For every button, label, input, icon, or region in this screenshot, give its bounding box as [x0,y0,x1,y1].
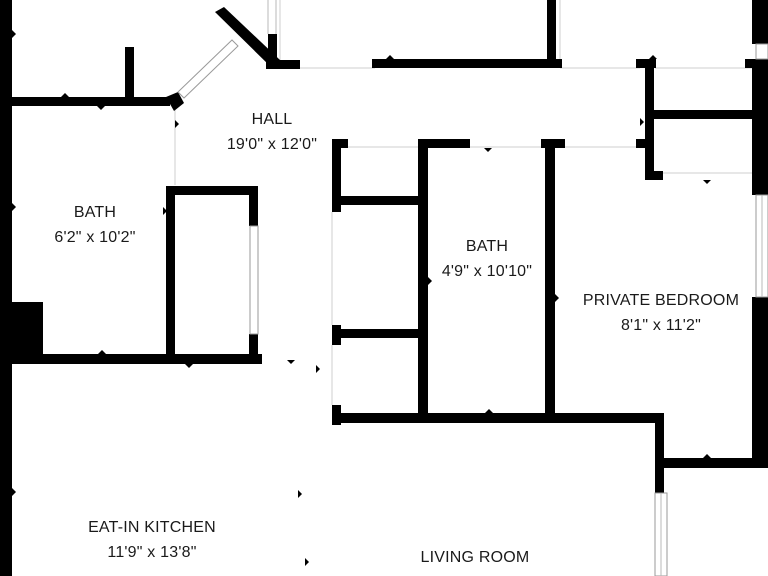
room-dimensions: 19'0" x 12'0" [226,136,318,153]
dimension-markers [12,30,762,566]
room-name: BATH [73,204,117,221]
room-name: PRIVATE BEDROOM [582,292,740,309]
room-label-eat-in-kitchen: EAT-IN KITCHEN 11'9" x 13'8" [72,515,232,565]
room-dimensions: 4'9" x 10'10" [441,263,533,280]
room-name: HALL [251,111,293,128]
room-label-living-room: LIVING ROOM [405,545,545,570]
room-dimensions: 6'2" x 10'2" [54,229,136,246]
thin-lines [174,0,752,405]
windows [177,0,768,576]
room-label-bath-center: BATH 4'9" x 10'10" [427,234,547,284]
room-label-bath-left: BATH 6'2" x 10'2" [35,200,155,250]
room-label-private-bedroom: PRIVATE BEDROOM 8'1" x 11'2" [566,288,756,338]
room-dimensions: 11'9" x 13'8" [107,544,197,561]
room-label-hall: HALL 19'0" x 12'0" [212,107,332,157]
room-dimensions: 8'1" x 11'2" [620,317,702,334]
room-name: LIVING ROOM [420,549,530,566]
room-name: BATH [465,238,509,255]
room-name: EAT-IN KITCHEN [88,519,216,536]
